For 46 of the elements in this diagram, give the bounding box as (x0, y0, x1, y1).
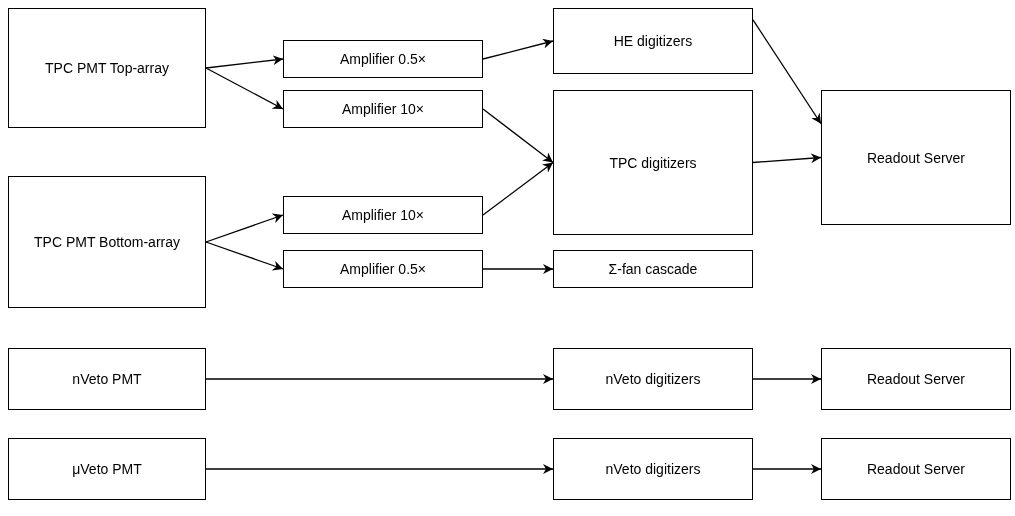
process-box (8, 176, 206, 308)
arrow (752, 464, 822, 474)
arrow (205, 67, 284, 110)
arrow (205, 213, 284, 243)
process-box (283, 90, 483, 128)
box-label: Amplifier 0.5× (339, 50, 427, 68)
box-label: nVeto PMT (71, 370, 143, 388)
box-label: Amplifier 10× (340, 100, 426, 118)
box-label: nVeto digitizers (604, 370, 702, 388)
arrow (482, 38, 554, 60)
process-box (553, 90, 753, 235)
process-box (8, 8, 206, 128)
process-box (553, 8, 753, 74)
box-label: Readout Server (865, 148, 967, 167)
arrow (205, 464, 554, 474)
process-box (283, 250, 483, 288)
box-label: Amplifier 10× (340, 206, 426, 224)
box-label: μVeto PMT (71, 460, 143, 478)
process-box (283, 196, 483, 234)
box-label: Readout Server (865, 460, 967, 478)
process-box (553, 438, 753, 500)
box-label: Amplifier 0.5× (339, 260, 427, 278)
arrow (482, 108, 554, 164)
process-box (8, 348, 206, 410)
arrow (752, 374, 822, 384)
process-box (8, 438, 206, 500)
process-box (553, 348, 753, 410)
box-label: Σ-fan cascade (607, 260, 699, 278)
box-label: TPC PMT Top-array (44, 59, 170, 77)
arrow (482, 264, 554, 274)
arrow (752, 19, 822, 125)
process-box (821, 438, 1011, 500)
box-label: nVeto digitizers (604, 460, 702, 478)
box-label: TPC PMT Bottom-array (33, 233, 181, 251)
box-label: Readout Server (865, 370, 967, 388)
process-box (283, 40, 483, 78)
arrow (205, 55, 284, 69)
process-box (821, 90, 1011, 225)
arrow (482, 161, 554, 216)
process-box (553, 250, 753, 288)
arrow (205, 241, 284, 271)
process-box (821, 348, 1011, 410)
box-label: TPC digitizers (608, 153, 698, 172)
box-label: HE digitizers (612, 32, 694, 50)
arrow (752, 153, 822, 164)
arrow (205, 374, 554, 384)
